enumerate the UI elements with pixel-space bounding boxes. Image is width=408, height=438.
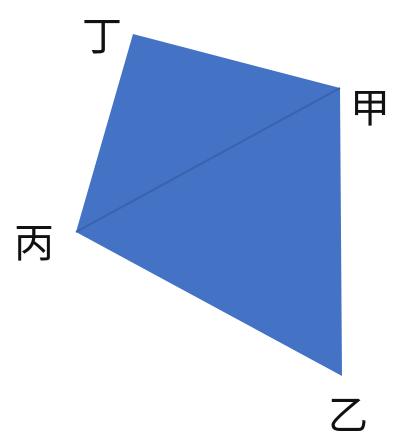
- vertex-label-jia: 甲: [350, 86, 390, 132]
- diagonal-line: [75, 87, 341, 233]
- vertex-label-bing: 丙: [14, 221, 54, 267]
- vertex-label-yi: 乙: [328, 393, 368, 438]
- vertex-label-ding: 丁: [82, 14, 122, 60]
- quadrilateral-shape: [76, 34, 342, 376]
